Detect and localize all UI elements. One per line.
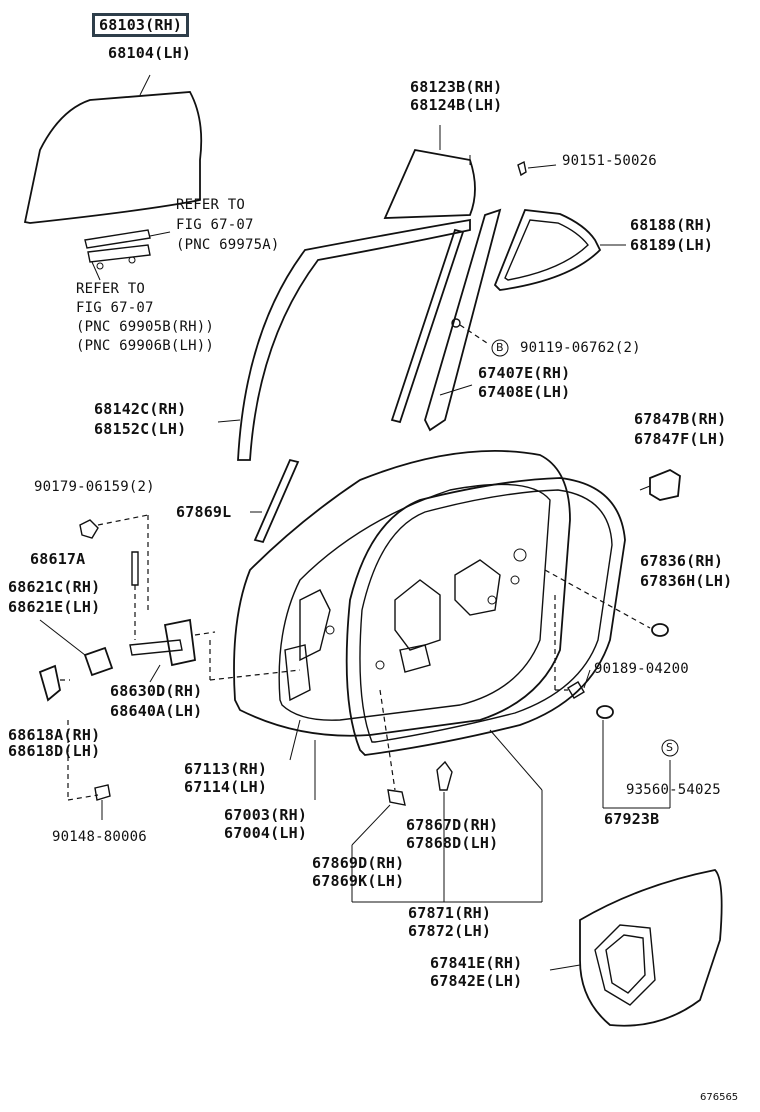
clip-67923B (596, 705, 614, 719)
part-label-67114[interactable]: 67114(LH) (184, 778, 268, 796)
part-label-67869K[interactable]: 67869K(LH) (312, 872, 405, 890)
nut-90179 (79, 519, 99, 539)
glass-run-rear (390, 228, 465, 424)
quarter-glass (383, 148, 476, 219)
service-opening-3 (399, 644, 431, 673)
refer-label-2-line2: FIG 67-07 (76, 300, 154, 316)
weatherstrip (345, 477, 626, 756)
marker-b: B (496, 341, 504, 354)
refer-label-2-line3: (PNC 69905B(RH)) (76, 319, 215, 335)
part-label-68621E[interactable]: 68621E(LH) (8, 598, 101, 616)
part-label-67868D[interactable]: 67868D(LH) (406, 834, 499, 852)
part-label-67004[interactable]: 67004(LH) (224, 824, 308, 842)
refer-label-2-line1: REFER TO (76, 281, 146, 297)
part-label-68640A[interactable]: 68640A(LH) (110, 702, 203, 720)
screw-90151 (517, 160, 527, 177)
part-label-67836H[interactable]: 67836H(LH) (640, 572, 733, 590)
part-label-67113[interactable]: 67113(RH) (184, 760, 268, 778)
part-label-67847F[interactable]: 67847F(LH) (634, 430, 727, 448)
part-label-68124B[interactable]: 68124B(LH) (410, 96, 503, 114)
pin-68617A (131, 551, 139, 586)
door-plug (649, 468, 681, 501)
part-label-67869D[interactable]: 67869D(RH) (312, 854, 405, 872)
refer-label-1-line3: (PNC 69975A) (176, 237, 280, 253)
marker-s: S (666, 741, 673, 754)
clip-90189 (567, 681, 585, 699)
glass-channel-upper (84, 229, 151, 249)
part-label-67407E[interactable]: 67407E(RH) (478, 364, 571, 382)
door-glass (23, 91, 203, 224)
refer-label-1-line2: FIG 67-07 (176, 217, 254, 233)
part-label-67867D[interactable]: 67867D(RH) (406, 816, 499, 834)
seal-67869D (387, 789, 406, 806)
part-label-68618D[interactable]: 68618D(LH) (8, 742, 101, 760)
glass-run (237, 218, 471, 461)
bumper-68621C (83, 646, 114, 677)
part-label-90119[interactable]: 90119-06762(2) (520, 340, 641, 356)
part-label-68621C[interactable]: 68621C(RH) (8, 578, 101, 596)
part-label-90151[interactable]: 90151-50026 (562, 153, 657, 169)
service-hole-cover (579, 869, 723, 1027)
quarter-frame (493, 209, 602, 291)
part-label-67836[interactable]: 67836(RH) (640, 552, 724, 570)
part-label-67408E[interactable]: 67408E(LH) (478, 383, 571, 401)
part-label-67872[interactable]: 67872(LH) (408, 922, 492, 940)
bolt-90119 (451, 318, 461, 328)
part-label-68618A[interactable]: 68618A(RH) (8, 726, 101, 744)
part-label-67847B[interactable]: 67847B(RH) (634, 410, 727, 428)
part-label-68617A[interactable]: 68617A (30, 550, 86, 568)
part-label-68103[interactable]: 68103(RH) (92, 13, 190, 37)
part-label-90148[interactable]: 90148-80006 (52, 829, 147, 845)
part-label-68152C[interactable]: 68152C(LH) (94, 420, 187, 438)
hole-plug (651, 623, 669, 637)
service-opening-1 (394, 579, 441, 651)
part-label-67869L[interactable]: 67869L (176, 503, 232, 521)
seal-clip (436, 760, 453, 791)
part-label-93560[interactable]: 93560-54025 (626, 782, 721, 798)
part-label-67842E[interactable]: 67842E(LH) (430, 972, 523, 990)
refer-label-1-line1: REFER TO (176, 197, 246, 213)
service-opening-2 (454, 559, 501, 616)
hinge-68618A (38, 664, 61, 702)
division-bar (424, 208, 502, 432)
part-label-68123B[interactable]: 68123B(RH) (410, 78, 503, 96)
part-label-68142C[interactable]: 68142C(RH) (94, 400, 187, 418)
bolt-90148 (94, 784, 111, 801)
part-label-67923B[interactable]: 67923B (604, 810, 660, 828)
seal-67869L (253, 458, 300, 544)
part-label-68104[interactable]: 68104(LH) (108, 44, 192, 62)
part-label-67871[interactable]: 67871(RH) (408, 904, 492, 922)
part-label-68189[interactable]: 68189(LH) (630, 236, 714, 254)
part-label-90179[interactable]: 90179-06159(2) (34, 479, 155, 495)
part-label-90189[interactable]: 90189-04200 (594, 661, 689, 677)
refer-label-2-line4: (PNC 69906B(LH)) (76, 338, 215, 354)
part-label-68188[interactable]: 68188(RH) (630, 216, 714, 234)
figure-code: 676565 (700, 1092, 739, 1103)
glass-channel-lower (87, 244, 151, 263)
part-label-67003[interactable]: 67003(RH) (224, 806, 308, 824)
part-label-67841E[interactable]: 67841E(RH) (430, 954, 523, 972)
part-label-68630D[interactable]: 68630D(RH) (110, 682, 203, 700)
door-panel-inner (278, 483, 551, 721)
